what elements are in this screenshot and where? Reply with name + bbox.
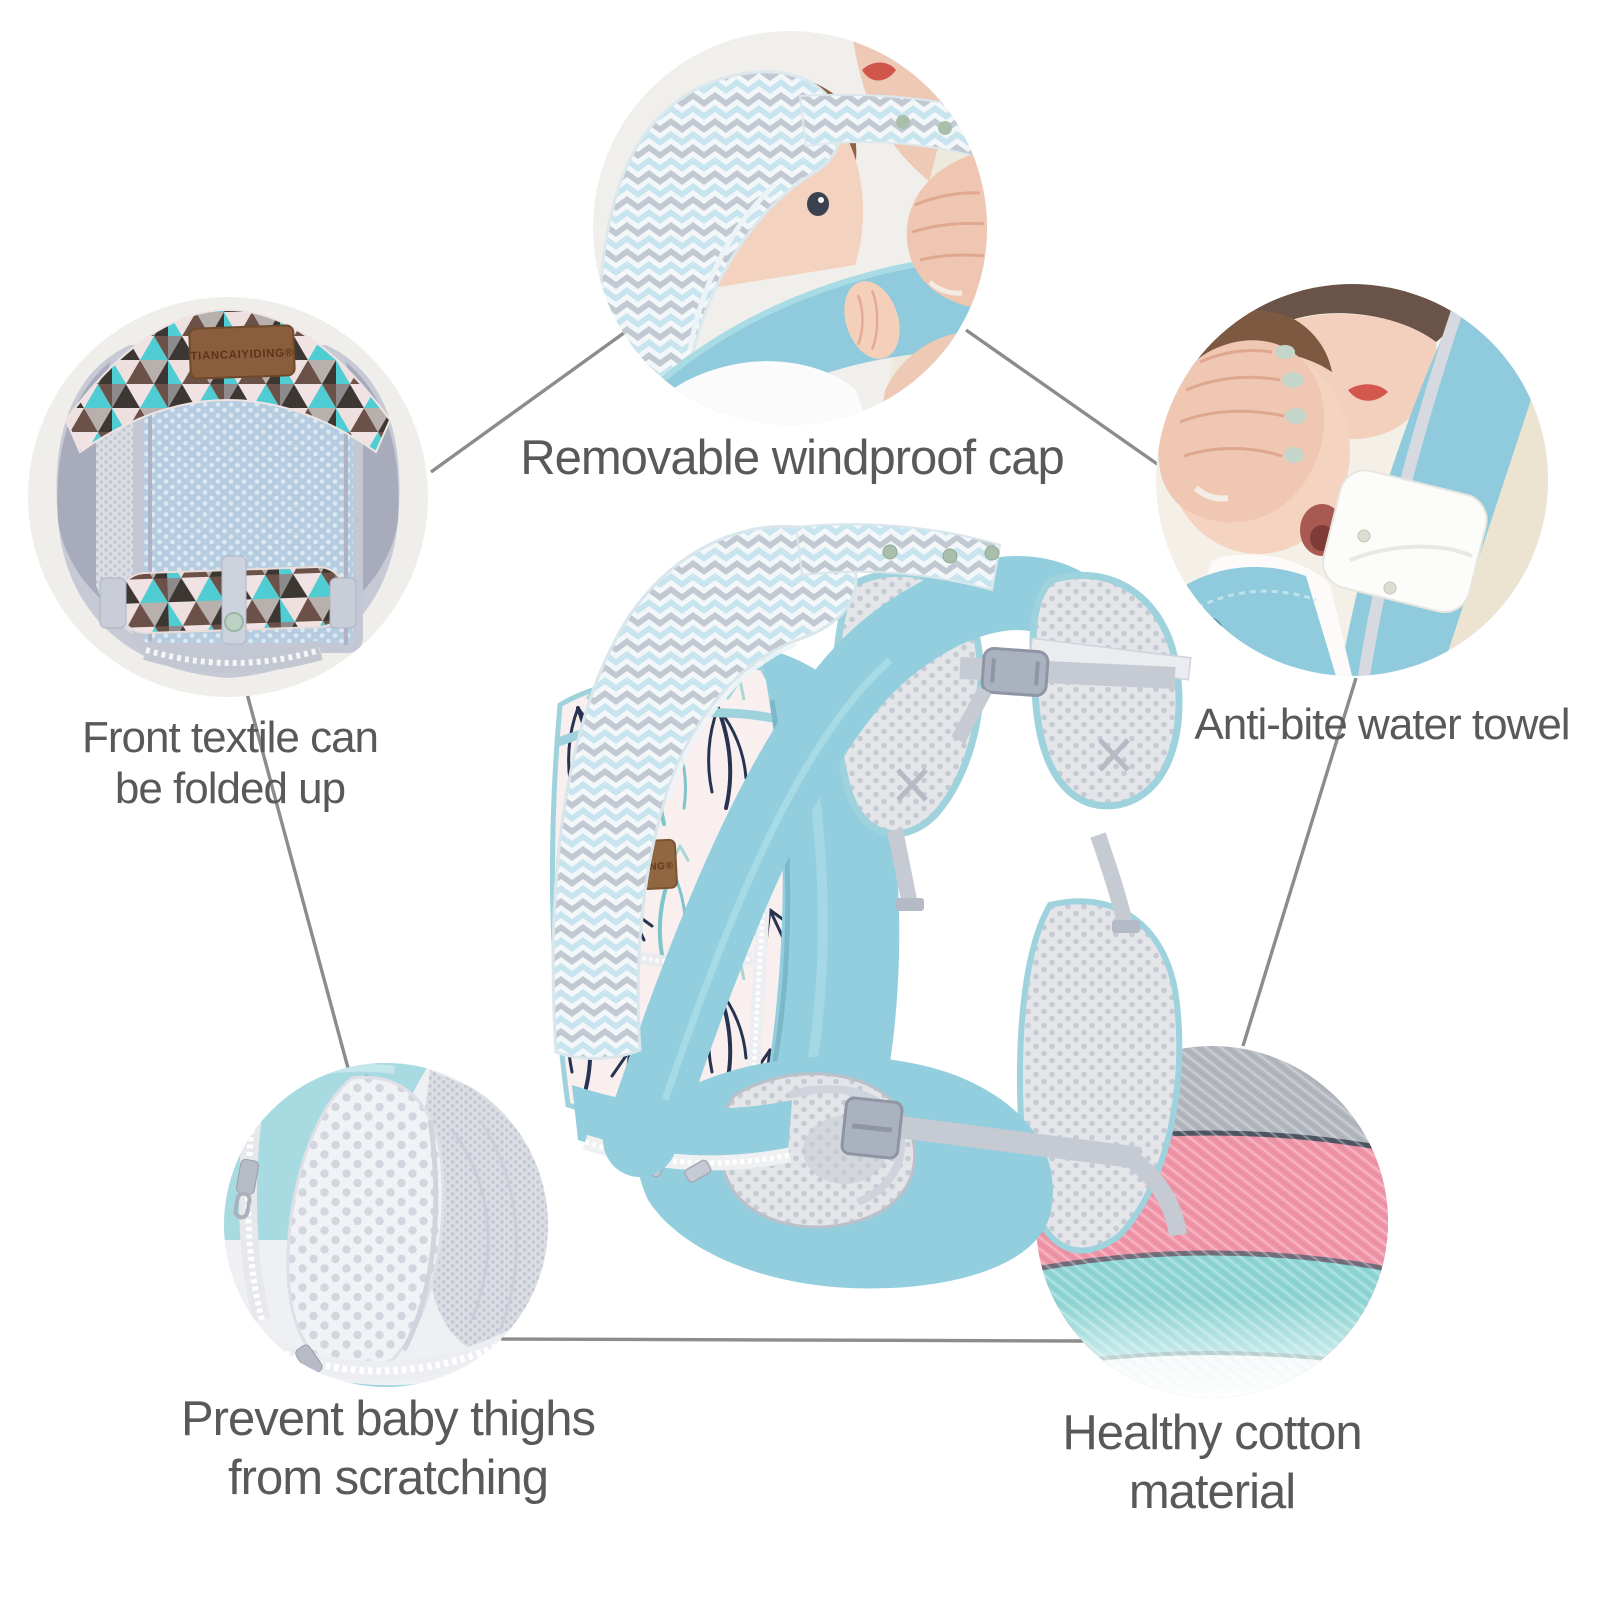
brand-patch-text: TIANCAIYIDING® [190,347,293,363]
main-strap-arch [603,556,1107,1177]
feature-label-thigh-protect: Prevent baby thighs from scratching [180,1390,596,1508]
baby-hand [844,281,900,359]
water-towel [1322,469,1488,614]
feature-label-text: from scratching [228,1451,549,1505]
callout-line-thighs-to-cotton [500,1337,1084,1343]
feature-label-front-textile: Front textile can be folded up [81,712,379,814]
callout-line-cap-to-towel [965,328,1161,468]
zipper-pull [684,1159,712,1183]
feature-label-text: material [1128,1465,1296,1519]
callout-line-cap-to-front [430,328,629,474]
chest-buckle [980,646,1050,698]
feature-label-text: be folded up [114,764,346,813]
feature-label-anti-bite: Anti-bite water towel [1194,700,1570,750]
snap-button [224,612,244,632]
feature-label-text: Healthy cotton [1062,1406,1362,1460]
bottom-zipper [584,1139,791,1166]
side-zipper [750,789,773,1086]
snap-button [942,548,958,564]
photo-thigh-protection [224,1063,548,1387]
triangle-top-band [64,309,392,454]
mother-lips [862,62,896,81]
photo-anti-bite-towel [1156,284,1548,676]
hood-snap-band [794,523,1002,592]
feature-label-text: Removable windproof cap [520,431,1065,485]
strap-tail [887,828,918,907]
feature-label-cotton: Healthy cotton material [1062,1404,1362,1522]
feature-label-windproof-cap: Removable windproof cap [520,430,1065,486]
callout-line-towel-to-cotton [1241,677,1358,1047]
snap-button [984,545,1000,561]
callout-line-front-to-thighs [244,689,350,1069]
snap-button [1197,617,1223,643]
waist-webbing [882,1114,1142,1169]
strap-tail [1090,832,1134,930]
chevron-hood [551,524,858,1060]
mother-hand [906,150,987,309]
feature-label-text: Anti-bite water towel [1194,700,1570,749]
photo-windproof-cap [593,31,987,425]
product-baby-carrier: TIANCAIYIDING® [549,523,1192,1289]
mother-hair [1246,284,1461,342]
mother-lips [1348,384,1388,401]
photo-front-textile: TIANCAIYIDING® [28,297,428,697]
brand-patch: TIANCAIYIDING® [188,324,296,380]
feature-label-text: Prevent baby thighs [180,1392,596,1446]
callout-lines [244,328,1358,1343]
snap-button [882,544,898,560]
shoulder-pad-right [1029,572,1183,810]
zipper [145,647,321,666]
feature-label-text: Front textile can [81,713,379,762]
